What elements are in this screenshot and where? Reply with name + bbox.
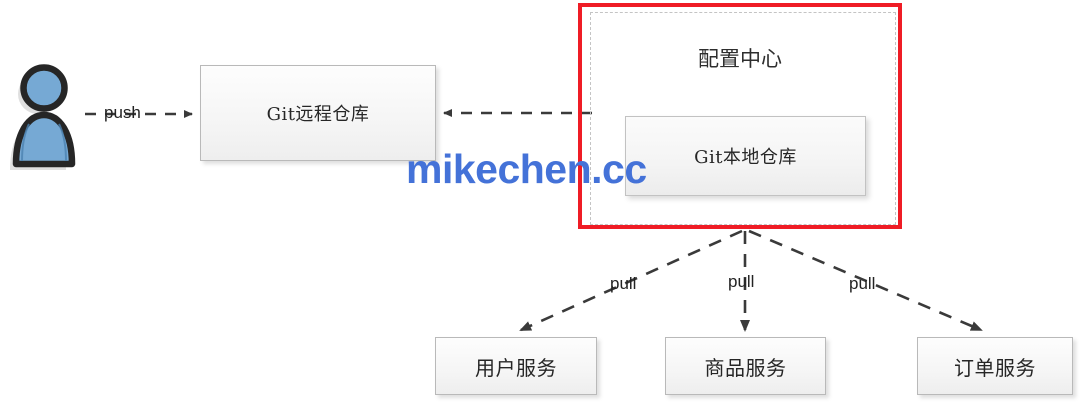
config-center-frame[interactable] [578, 3, 902, 229]
edge-label-push: push [104, 103, 141, 122]
node-git-remote-repository-label: Git远程仓库 [266, 104, 370, 125]
node-git-remote-repository[interactable]: Git远程仓库 [200, 65, 436, 161]
node-order-service[interactable]: 订单服务 [917, 337, 1073, 395]
edge-pull-user-service [519, 229, 743, 332]
node-git-local-repository[interactable]: Git本地仓库 [625, 116, 866, 196]
node-user-service-label: 用户服务 [475, 355, 557, 380]
config-center-title: 配置中心 [698, 47, 782, 71]
edge-label-pull-user-service: pull [610, 274, 637, 293]
node-order-service-label: 订单服务 [954, 355, 1036, 380]
edge-pull-order-service [748, 229, 983, 332]
edge-label-pull-order-service: pull [849, 274, 876, 293]
config-center-inner-dashed-border [590, 12, 896, 225]
edge-label-pull-product-service: pull [728, 272, 755, 291]
node-user-service[interactable]: 用户服务 [435, 337, 597, 395]
node-git-local-repository-label: Git本地仓库 [694, 147, 797, 168]
watermark-text: mikechen.cc [406, 146, 647, 192]
user-person-icon [10, 64, 76, 170]
node-product-service[interactable]: 商品服务 [665, 337, 826, 395]
node-product-service-label: 商品服务 [704, 355, 787, 380]
